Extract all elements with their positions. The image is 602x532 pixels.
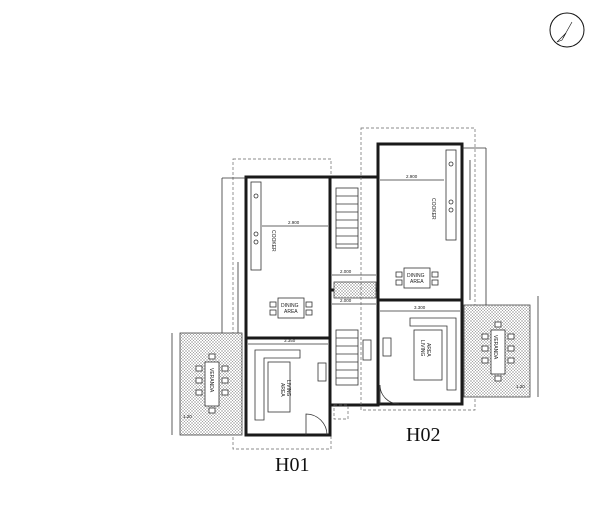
- h02-dining-area-label: AREA: [410, 279, 424, 285]
- h01-kitchen-counter: [250, 181, 262, 271]
- north-arrow-icon: [549, 12, 585, 48]
- h01-kitchen-dim: 2.900: [288, 220, 300, 225]
- h01-veranda-label: VERANDA: [208, 368, 214, 393]
- h02-door: [379, 384, 400, 405]
- h01-door: [305, 413, 328, 436]
- h02-living-area-label: AREA: [425, 343, 431, 357]
- stair-dim-bottom: 2.000: [340, 298, 352, 303]
- h01-veranda-dim: 1.20: [183, 414, 192, 419]
- h01-cooker-label: COOKER: [270, 230, 276, 252]
- h01-living-area-label: AREA: [279, 383, 285, 397]
- h01-tv-unit: [317, 362, 327, 382]
- h02-kitchen-dim: 2.900: [406, 174, 418, 179]
- veranda-h02: VERANDA 1.20: [463, 296, 539, 398]
- h02-kitchen-counter: [445, 149, 457, 241]
- h02-veranda-dim: 1.20: [516, 384, 525, 389]
- h01-living-label: LIVING: [285, 380, 291, 397]
- h01-title: H01: [275, 454, 310, 476]
- h02-living-label: LIVING: [419, 340, 425, 357]
- house-h01: COOKER 2.900 DINING AREA 3.350 LIVING AR…: [221, 158, 332, 450]
- h02-title: H02: [406, 424, 441, 446]
- h02-veranda-label: VERANDA: [492, 335, 498, 360]
- h01-dining-table: [269, 297, 313, 319]
- veranda-h01: VERANDA 1.20: [171, 332, 243, 436]
- h02-tv-unit: [382, 337, 392, 357]
- h02-dining-table: [395, 267, 439, 289]
- h01-dining-area-label: AREA: [284, 309, 298, 315]
- stair-core: 2.000 2.000: [328, 175, 380, 420]
- h01-sofa: [254, 349, 301, 421]
- house-h02: COOKER 2.900 DINING AREA 3.300 LIVING AR…: [360, 127, 487, 411]
- h02-dining-label: DINING: [407, 273, 425, 279]
- h02-walls: [376, 142, 464, 406]
- h01-living-dim: 3.350: [284, 338, 296, 343]
- h02-sofa: [409, 317, 457, 391]
- stair-dim-top: 2.000: [340, 269, 352, 274]
- h02-living-dim: 3.300: [414, 305, 426, 310]
- h02-cooker-label: COOKER: [430, 198, 436, 220]
- h02-boundary: [360, 127, 476, 411]
- h01-dining-label: DINING: [281, 303, 299, 309]
